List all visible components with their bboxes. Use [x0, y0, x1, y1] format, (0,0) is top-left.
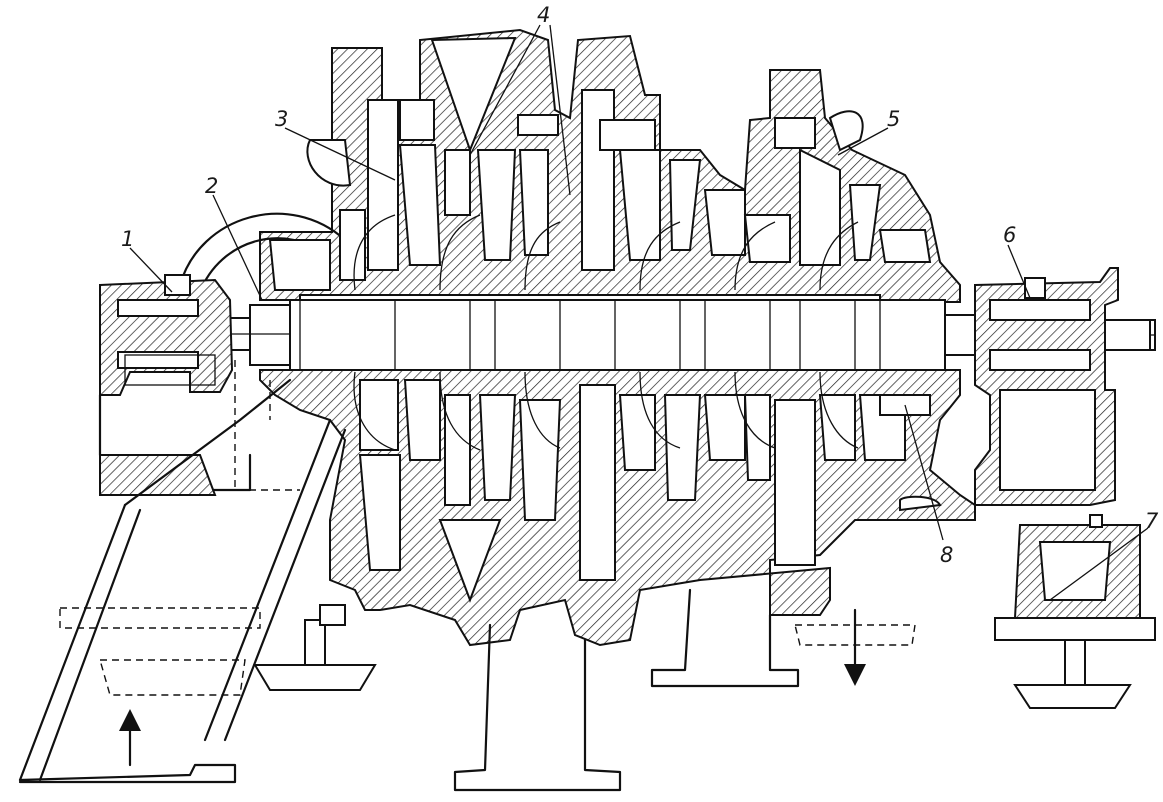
callout-1: 1 — [121, 227, 134, 251]
callout-5: 5 — [887, 107, 900, 131]
inlet-duct — [18, 360, 347, 784]
callout-3: 3 — [275, 107, 288, 131]
upper-impellers — [353, 214, 859, 291]
callout-7: 7 — [1145, 509, 1159, 533]
callout-4: 4 — [537, 3, 550, 27]
right-bearing-housing — [974, 267, 1151, 506]
left-bearing-housing — [98, 274, 252, 496]
upper-diaphragms — [268, 89, 932, 291]
callout-6: 6 — [1003, 223, 1016, 247]
callout-labels: 1 2 3 4 5 6 7 8 — [121, 3, 1159, 567]
callout-8: 8 — [940, 543, 953, 567]
lower-impellers — [353, 371, 859, 451]
lower-casing — [259, 369, 976, 647]
callout-leaders — [129, 24, 1149, 601]
callout-2: 2 — [205, 174, 218, 198]
supports — [253, 514, 1156, 792]
